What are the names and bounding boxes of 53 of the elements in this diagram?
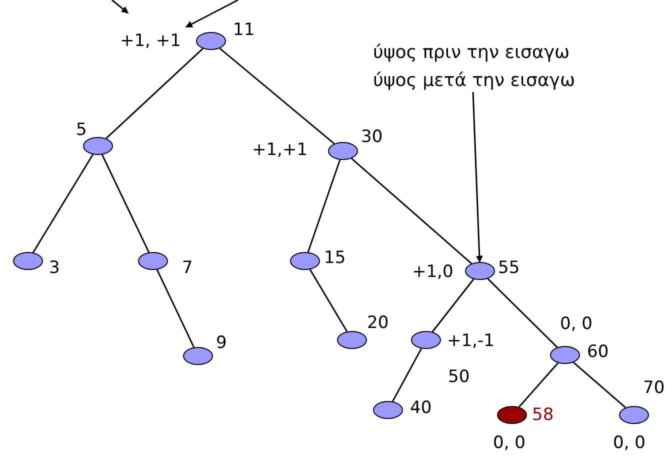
key-label: 60 bbox=[587, 342, 609, 362]
annotation-text: ύψος μετά την εισαγω bbox=[373, 70, 576, 92]
tree-edge bbox=[432, 278, 474, 332]
tree-edge bbox=[219, 48, 335, 144]
balance-label: 0, 0 bbox=[493, 433, 526, 453]
tree-node-ellipse bbox=[411, 331, 441, 349]
tree-node-ellipse bbox=[290, 252, 320, 270]
balance-label: +1, +1 bbox=[120, 31, 181, 51]
tree-edge bbox=[32, 154, 94, 253]
key-label: 15 bbox=[324, 248, 346, 268]
annotation-text: ύψος πριν την εισαγω bbox=[373, 42, 570, 64]
tree-node-ellipse bbox=[83, 137, 113, 155]
arrow bbox=[185, 0, 238, 28]
tree-node-ellipse bbox=[138, 252, 168, 270]
tree-edge bbox=[307, 160, 341, 252]
key-label: 40 bbox=[410, 398, 432, 418]
key-label: 5 bbox=[76, 120, 87, 140]
tree-node-ellipse bbox=[328, 142, 358, 160]
arrow bbox=[472, 92, 483, 263]
tree-node-ellipse bbox=[196, 32, 226, 50]
tree-node-ellipse bbox=[497, 406, 527, 424]
tree-edge bbox=[487, 278, 558, 348]
tree-edge bbox=[156, 269, 195, 348]
tree-node-ellipse bbox=[373, 401, 403, 419]
tree-edge bbox=[106, 48, 204, 139]
tree-node-ellipse bbox=[619, 406, 649, 424]
balance-label: +1,-1 bbox=[447, 331, 494, 351]
tree-node-ellipse bbox=[183, 347, 213, 365]
tree-edge bbox=[573, 362, 626, 408]
tree-node-ellipse bbox=[550, 346, 580, 364]
arrow bbox=[112, 0, 129, 14]
balance-label: +1,+1 bbox=[252, 140, 308, 160]
key-label: 30 bbox=[361, 127, 383, 147]
key-label: 9 bbox=[216, 333, 227, 353]
key-label: 11 bbox=[233, 20, 255, 40]
balance-label: +1,0 bbox=[412, 262, 454, 282]
tree-edge bbox=[392, 348, 422, 402]
balance-label: 0, 0 bbox=[560, 314, 592, 334]
key-label: 55 bbox=[498, 258, 520, 278]
key-label: 70 bbox=[643, 378, 665, 398]
key-label: 50 bbox=[448, 367, 470, 387]
key-label: 58 bbox=[532, 405, 554, 425]
tree-edge bbox=[350, 158, 472, 264]
balance-label: 0, 0 bbox=[613, 433, 646, 453]
key-label: 20 bbox=[367, 313, 389, 333]
key-label: 7 bbox=[182, 258, 193, 278]
tree-node-ellipse bbox=[337, 331, 367, 349]
key-label: 3 bbox=[49, 258, 60, 278]
tree-edge bbox=[309, 269, 348, 332]
tree-edge bbox=[518, 362, 559, 408]
tree-edge bbox=[101, 154, 150, 253]
tree-node-ellipse bbox=[465, 262, 495, 280]
tree-node-ellipse bbox=[13, 252, 43, 270]
